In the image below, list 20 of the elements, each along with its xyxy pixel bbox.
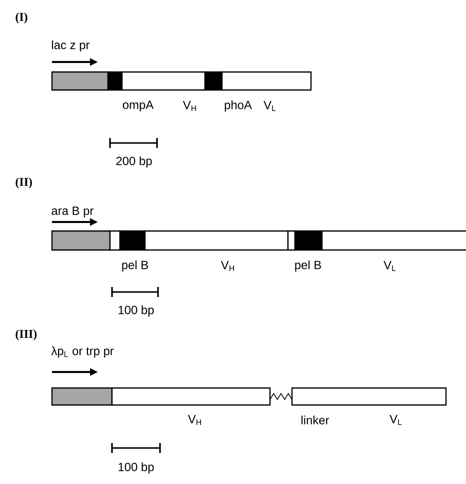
promoter-label: lac z pr [52,40,90,52]
panel-label: (II) [16,178,32,188]
segment-label: ompA [122,100,154,112]
panel-label: (I) [16,12,28,24]
segment-label: V$_{H}$ [220,261,234,271]
segment-label: pel B [295,260,321,272]
promoter-label: λp$_{L}$ or trp pr [51,346,114,358]
segment-label: phoA [224,100,252,112]
segment-label: V$_{L}$ [384,261,396,271]
segment-label: V$_{L}$ [390,415,402,425]
scale-label: 100 bp [118,305,154,317]
segment-label: V$_{L}$ [264,101,276,111]
segment-label: linker [302,416,330,424]
promoter-label: ara B pr [52,206,94,218]
segment-label: V$_{H}$ [188,415,201,425]
scale-label: 200 bp [116,156,152,168]
segment-label: pel B [122,260,148,272]
panel-label: (III) [16,330,37,340]
scale-label: 100 bp [118,462,154,474]
segment-label: V$_{H}$ [182,101,196,111]
